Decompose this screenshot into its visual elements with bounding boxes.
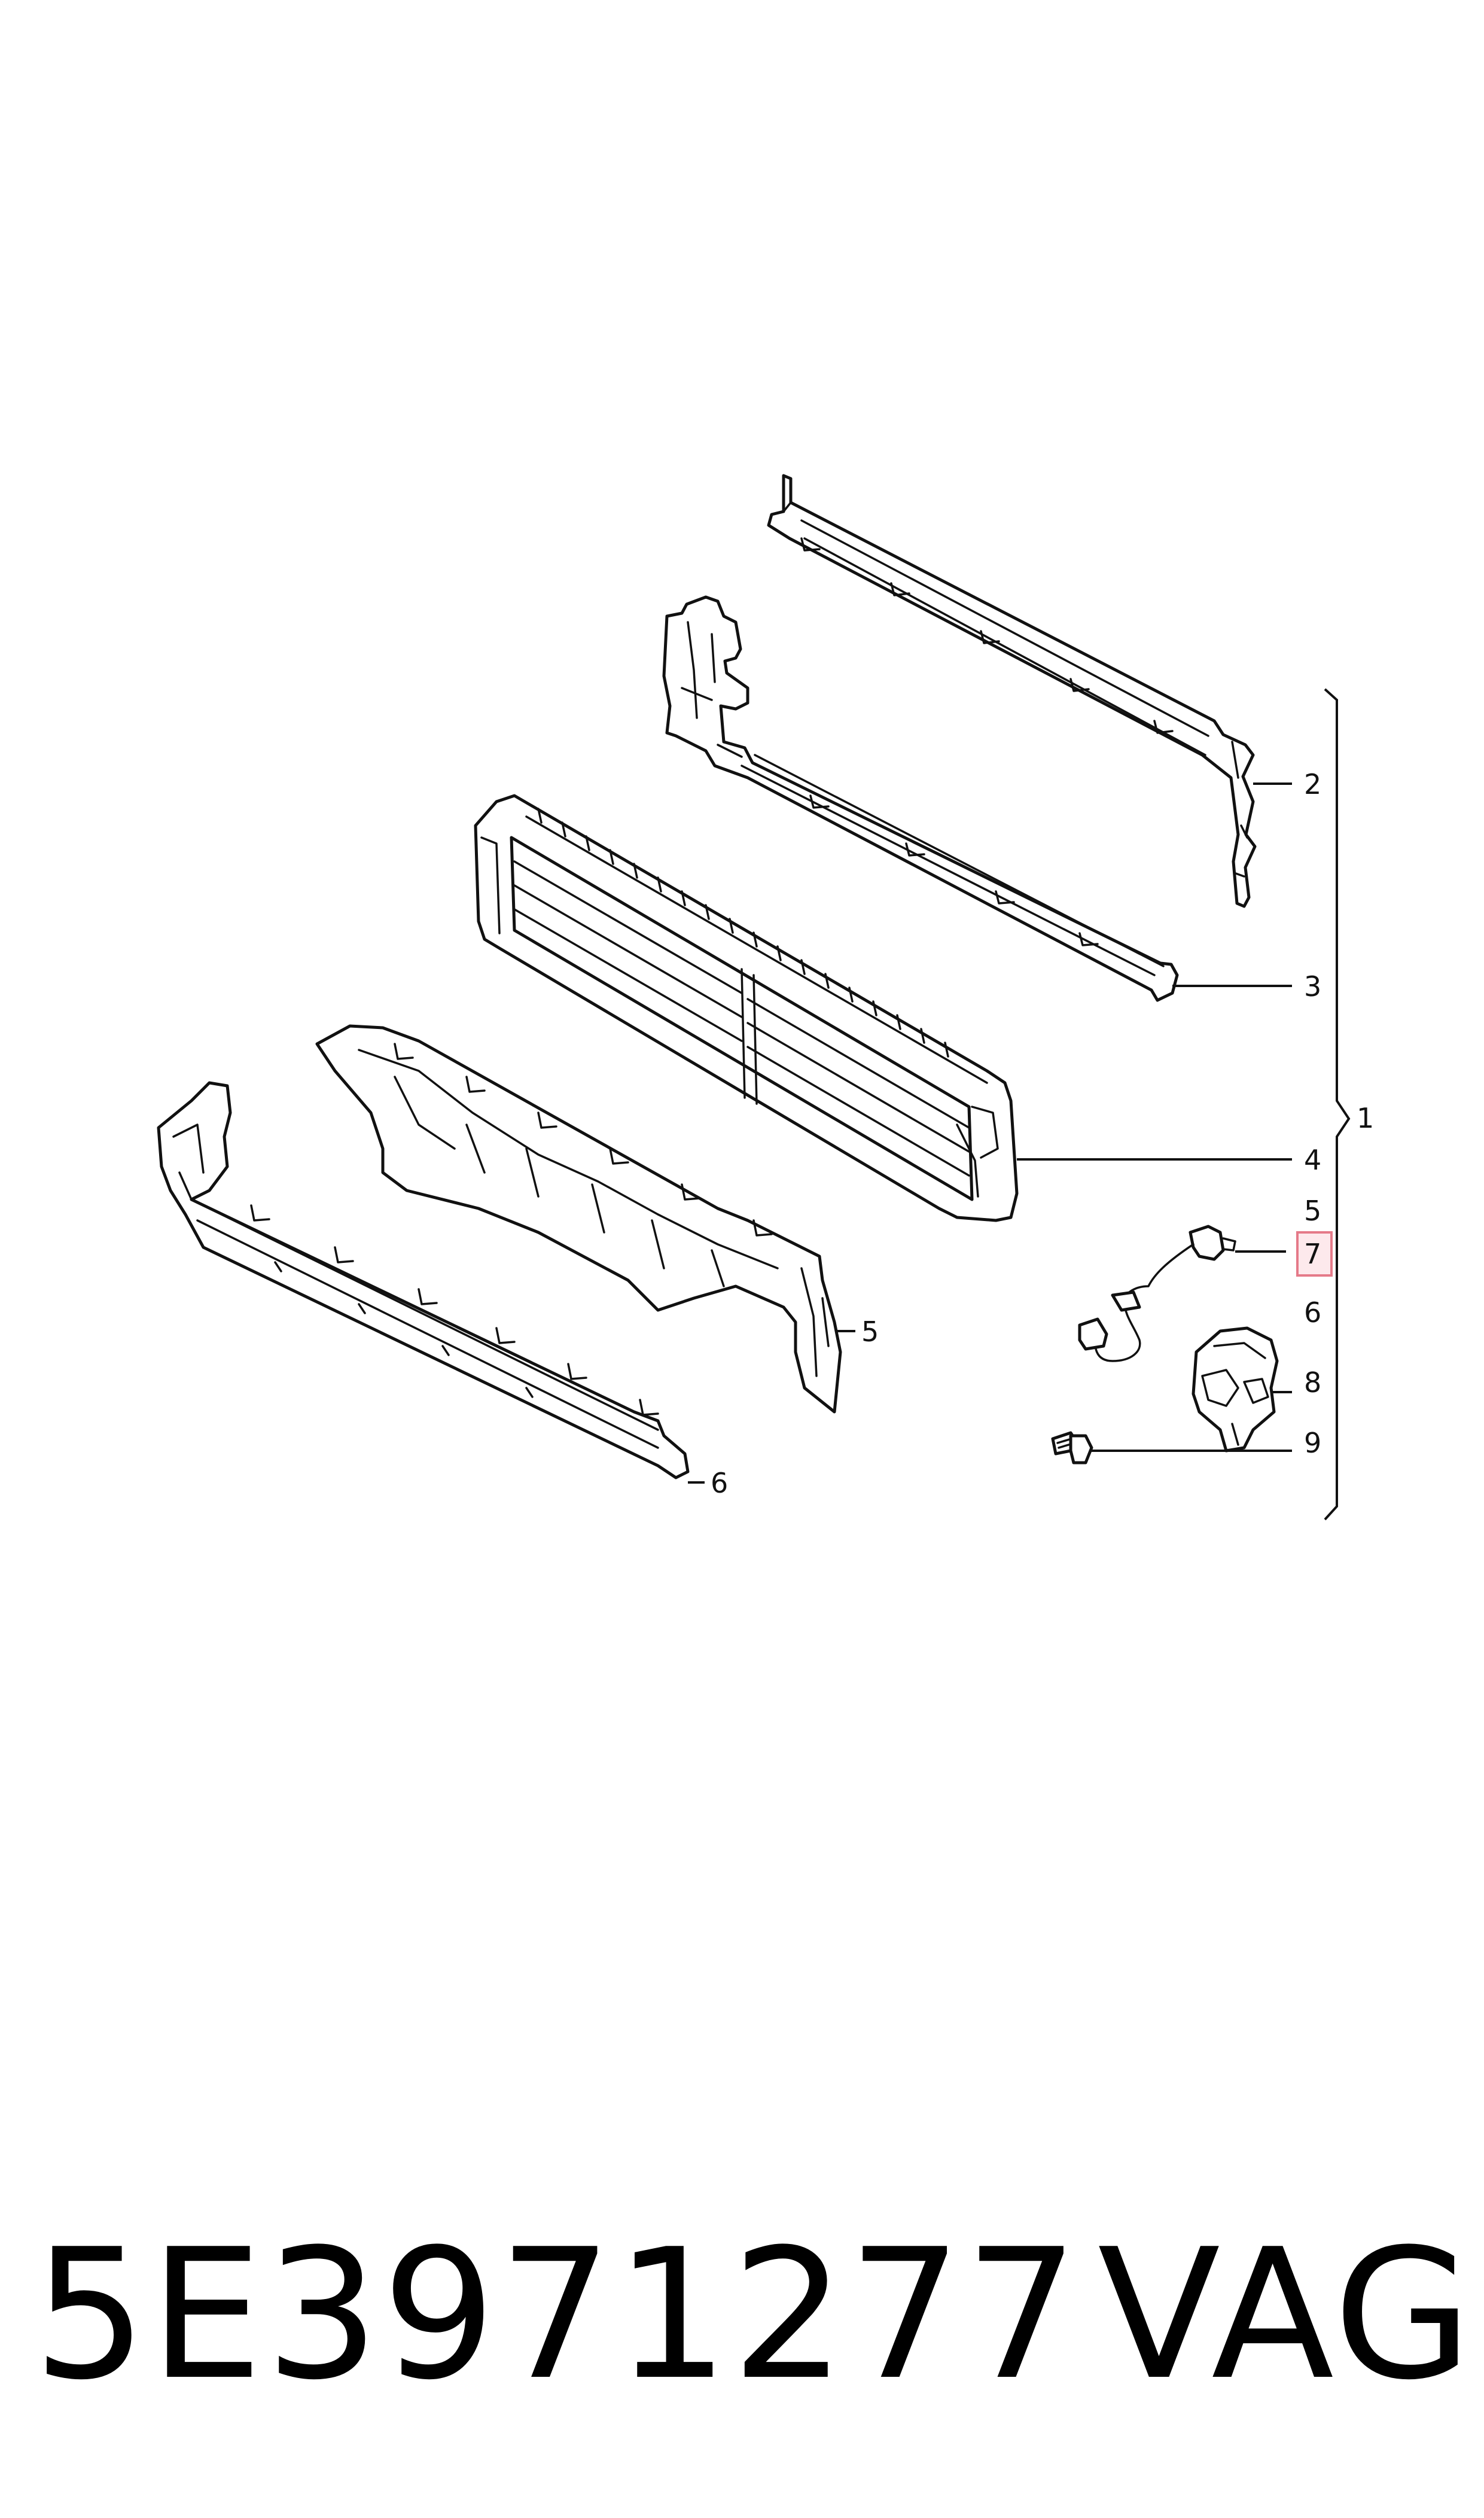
part-5-air-guide[interactable] [315,1024,842,1414]
part-7-wiring-harness[interactable] [1078,1225,1236,1362]
part-9-screw[interactable] [1051,1431,1093,1464]
group-brace [1324,688,1351,1521]
callout-8[interactable]: 8 [1304,1366,1321,1399]
part-6-lower-air-guide[interactable] [157,1081,690,1479]
part-number: 5E3971277 [33,2211,1081,2419]
part-2-upper-rail[interactable] [767,474,1257,908]
callout-2[interactable]: 2 [1304,768,1321,800]
callout-6-part[interactable]: 6 [711,1467,728,1499]
highlight-box [1296,1231,1333,1277]
callout-7[interactable]: 7 [1304,1238,1321,1270]
callout-4[interactable]: 4 [1304,1144,1321,1176]
callout-5-list[interactable]: 5 [1304,1195,1321,1227]
part-3-lower-rail[interactable] [662,595,1179,1002]
leader-lines [688,783,1292,1484]
callout-labels: 2 3 1 4 5 7 6 8 9 5 6 [711,768,1374,1499]
callout-9[interactable]: 9 [1304,1427,1321,1459]
callout-3[interactable]: 3 [1304,970,1321,1003]
callout-6-list[interactable]: 6 [1304,1296,1321,1329]
brand-name: VAG [1098,2211,1475,2419]
part-8-actuator-motor[interactable] [1192,1326,1279,1453]
callout-5-part[interactable]: 5 [861,1316,879,1348]
callout-1[interactable]: 1 [1357,1102,1374,1134]
part-4-air-shutter-frame[interactable] [474,794,1019,1222]
